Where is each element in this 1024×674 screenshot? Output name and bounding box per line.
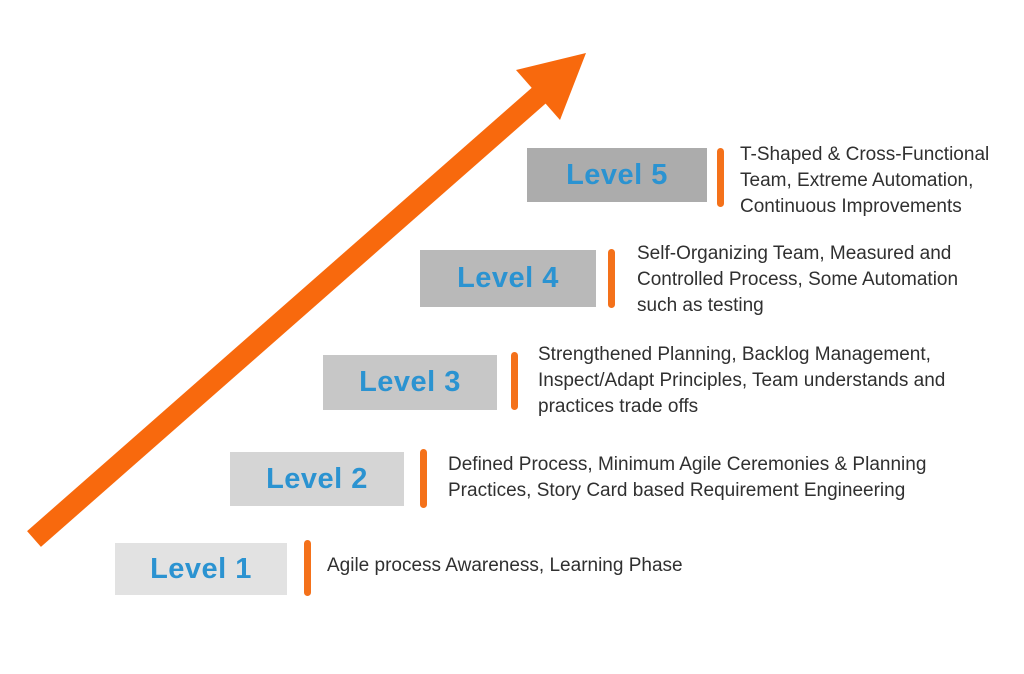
level-1-label: Level 1	[150, 552, 252, 585]
level-5-label: Level 5	[566, 158, 668, 191]
level-2-label: Level 2	[266, 462, 368, 495]
level-3-description: Strengthened Planning, Backlog Managemen…	[538, 344, 946, 417]
level-3-label: Level 3	[359, 366, 461, 398]
growth-arrow-head	[516, 53, 586, 120]
level-4-label: Level 4	[457, 262, 559, 294]
level-3-box: Level 3	[323, 355, 497, 410]
level-5-accent-bar	[717, 148, 724, 207]
level-5-box: Level 5	[527, 148, 707, 202]
level-1-accent-bar	[304, 540, 311, 596]
level-2-box: Level 2	[230, 452, 404, 506]
level-5-description: T-Shaped & Cross-Functional Team, Extrem…	[740, 144, 990, 217]
level-2-accent-bar	[420, 449, 427, 508]
level-3-accent-bar	[511, 352, 518, 410]
level-2-description: Defined Process, Minimum Agile Ceremonie…	[448, 454, 927, 501]
level-4-accent-bar	[608, 249, 615, 308]
level-1-description: Agile process Awareness, Learning Phase	[327, 555, 683, 576]
level-4-description: Self-Organizing Team, Measured and Contr…	[637, 243, 959, 316]
level-4-box: Level 4	[420, 250, 596, 307]
level-1-box: Level 1	[115, 543, 287, 595]
